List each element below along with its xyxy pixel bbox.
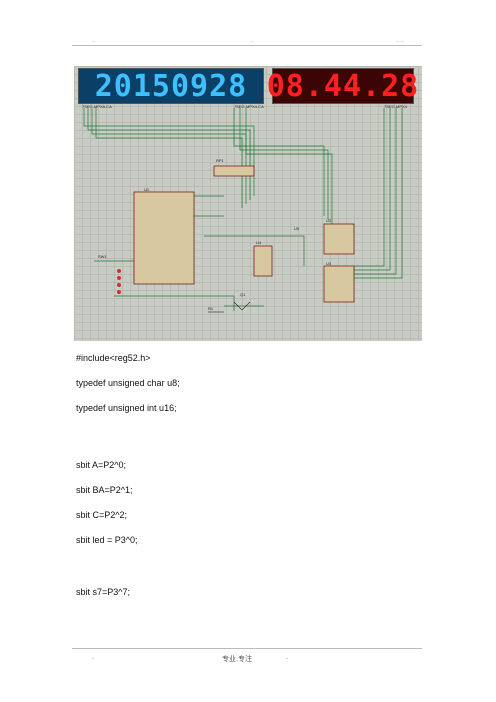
- header-left-marks: ..: [92, 38, 96, 44]
- u3-label: U3: [326, 261, 332, 266]
- code-line-2: typedef unsigned char u8;: [76, 378, 180, 388]
- transistor-label: Q1: [240, 292, 246, 297]
- footer-left: .: [92, 654, 94, 661]
- u4-label: U4: [256, 240, 262, 245]
- schematic-wiring: [83, 108, 403, 313]
- switch-label: SW1: [98, 254, 107, 259]
- code-line-3: typedef unsigned int u16;: [76, 403, 177, 413]
- header-center-marks: ..: [250, 38, 254, 44]
- footer-center: 专业.专注: [222, 656, 252, 663]
- right-display-label-a: 7SEG-MPX4-CA: [234, 104, 264, 109]
- code-line-8: sbit led = P3^0;: [76, 535, 138, 545]
- u2-label: U2: [326, 218, 332, 223]
- u5-label: U5: [294, 226, 300, 231]
- code-line-7: sbit C=P2^2;: [76, 510, 127, 520]
- code-line-6: sbit BA=P2^1;: [76, 485, 133, 495]
- resistor-pack-label: RP1: [216, 158, 224, 163]
- footer-right: .: [286, 654, 288, 661]
- time-seven-segment-display: 08.44.28: [266, 68, 420, 104]
- header-right-marks: .. ..: [396, 38, 405, 44]
- right-display-label-b: 7SEG-MPX4: [384, 104, 407, 109]
- code-line-10: sbit s7=P3^7;: [76, 587, 131, 597]
- header-rule: [72, 45, 422, 46]
- code-line-1: #include<reg52.h>: [76, 353, 151, 363]
- footer-rule: [72, 648, 422, 649]
- resistor-label: R1: [208, 306, 214, 311]
- circuit-schematic-image: 20150928 08.44.28 7SEG-MPX8-CA 7SEG-MPX4…: [74, 66, 422, 341]
- mcu-label: U1: [144, 187, 150, 192]
- left-display-label: 7SEG-MPX8-CA: [82, 104, 112, 109]
- code-line-5: sbit A=P2^0;: [76, 460, 127, 470]
- date-seven-segment-display: 20150928: [78, 68, 264, 104]
